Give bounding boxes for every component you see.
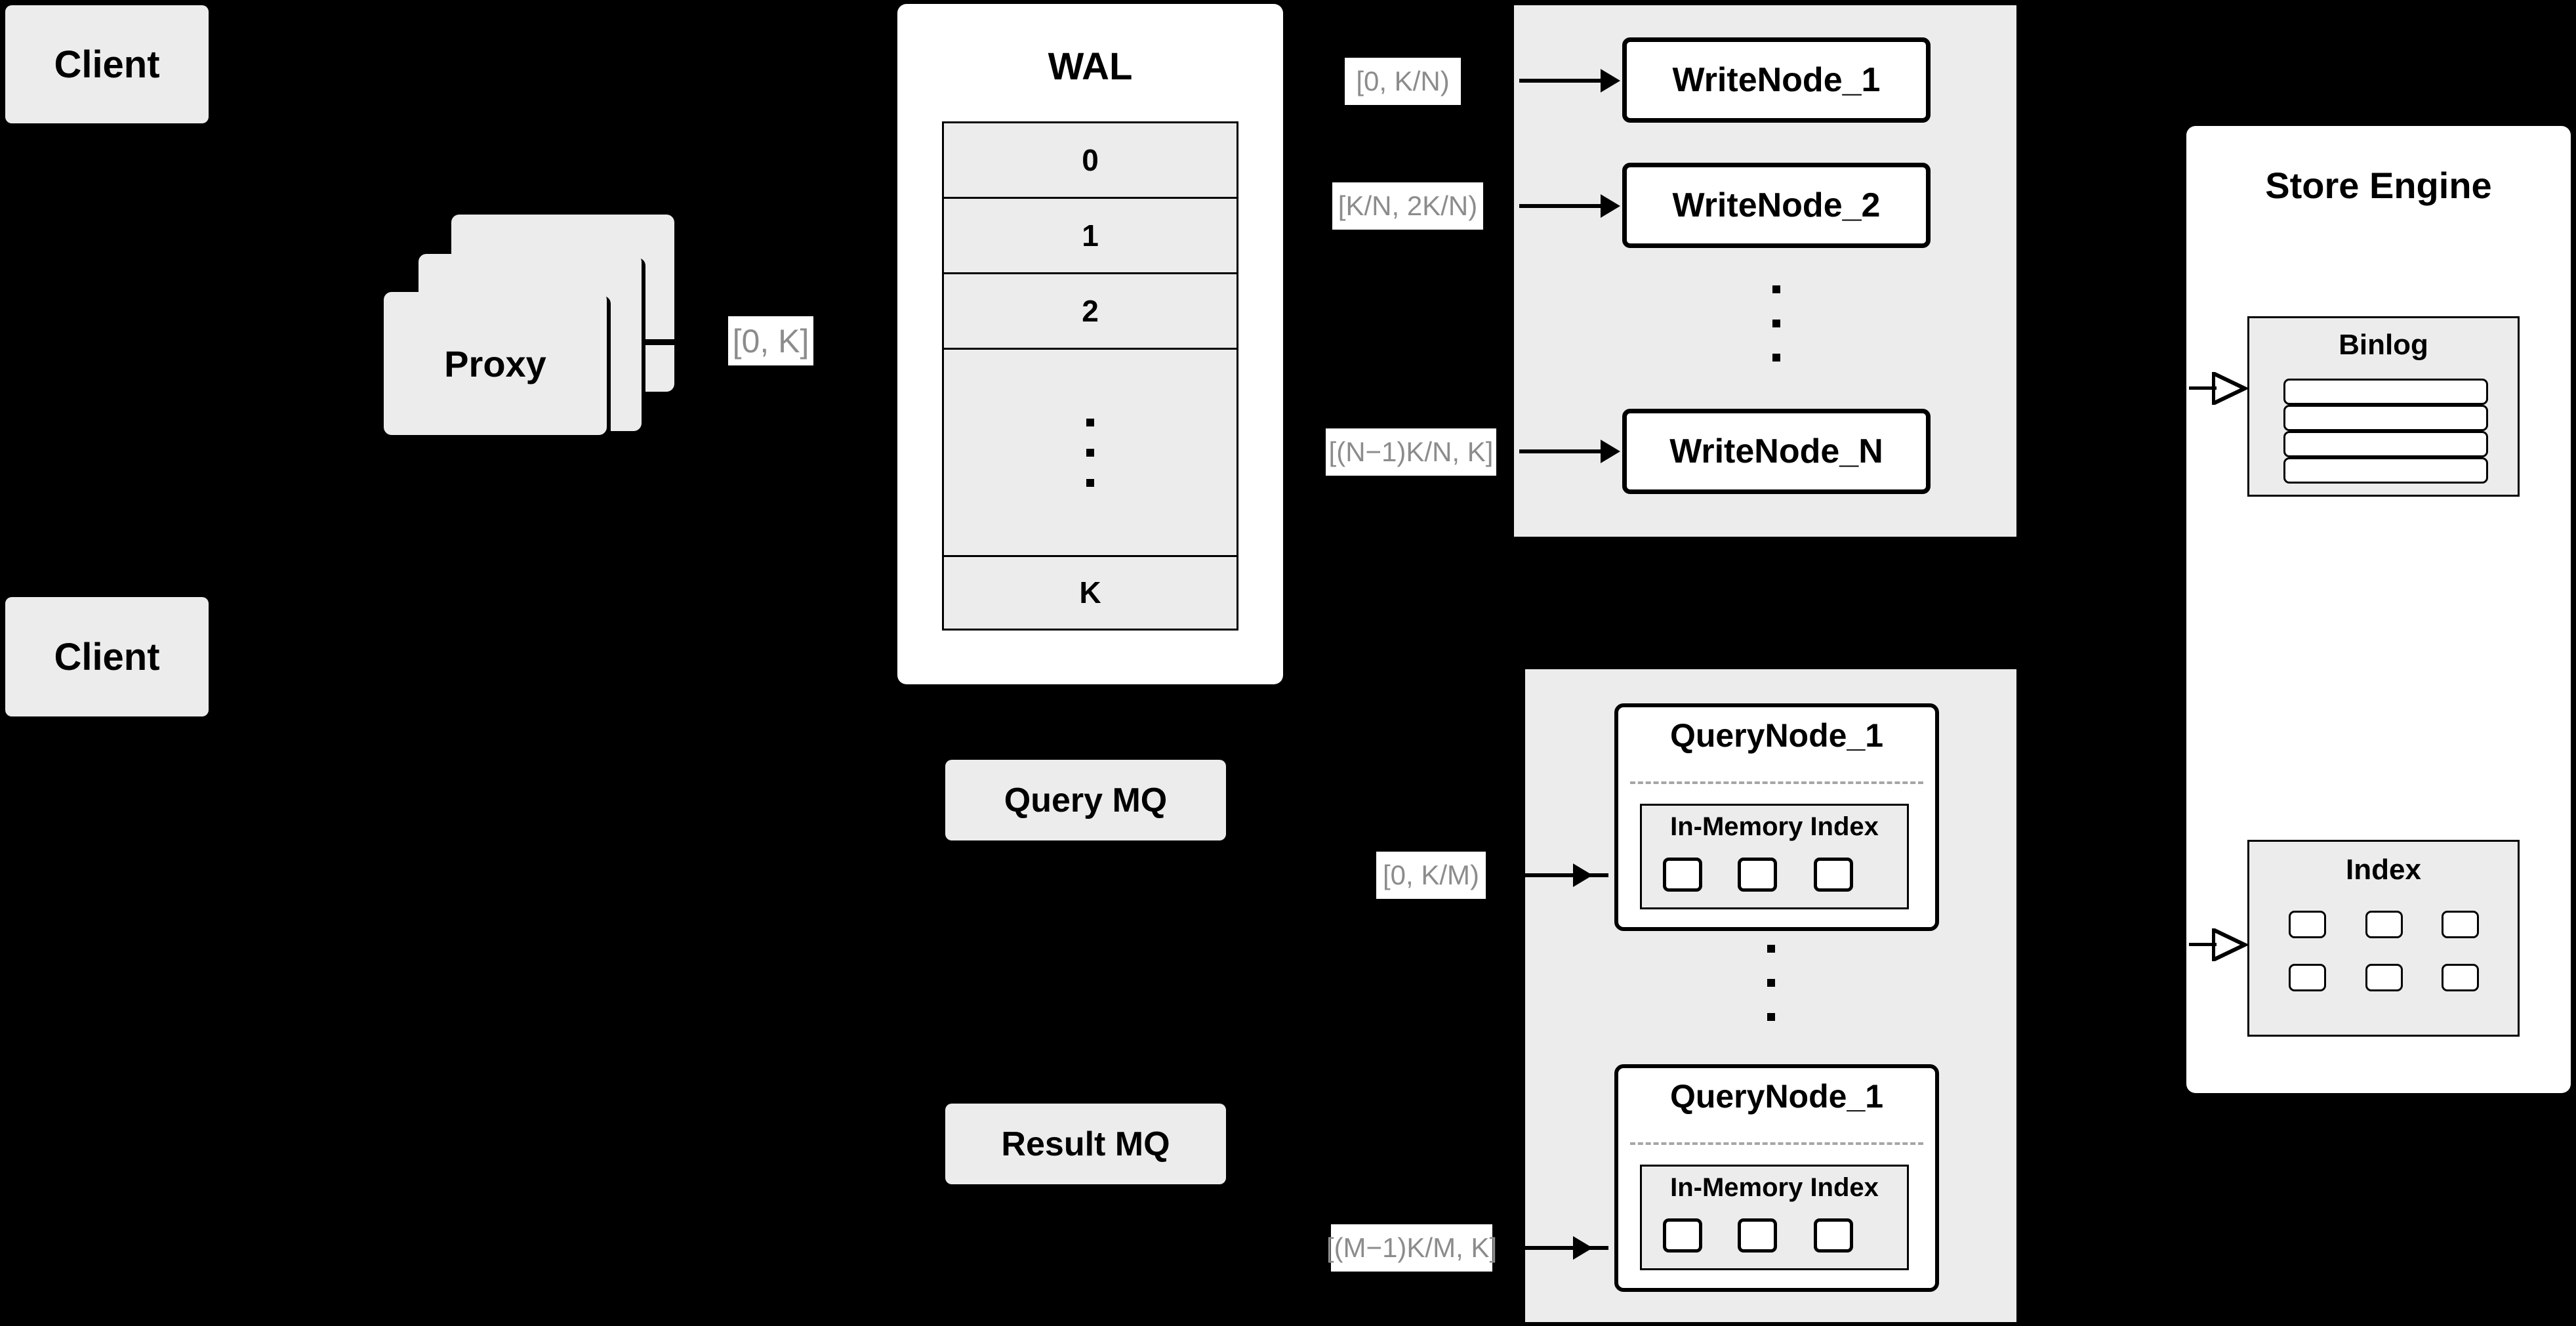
wal-panel: WAL 0 1 2 K (897, 4, 1283, 684)
ellipsis-dot (1772, 320, 1780, 327)
write-node-n-label: WriteNode_N (1669, 432, 1883, 470)
query-node-2-separator (1630, 1142, 1923, 1145)
index-chip[interactable] (1738, 858, 1777, 892)
write-node-2-label: WriteNode_2 (1672, 186, 1881, 224)
index-chip[interactable] (2289, 964, 2326, 991)
binlog-arrowhead (2212, 372, 2249, 405)
proxy-connector-stub (643, 339, 674, 345)
write-node-n-range-text: [(N−1)K/N, K] (1328, 436, 1494, 467)
ellipsis-dot (1772, 285, 1780, 293)
wal-row-2-label: 2 (1082, 294, 1099, 329)
index-chip[interactable] (1814, 1218, 1853, 1253)
query-node-2-range-text: [(M−1)K/M, K] (1326, 1232, 1498, 1263)
binlog-title: Binlog (2339, 329, 2428, 361)
ellipsis-dot (1086, 418, 1094, 426)
write-node-n[interactable]: WriteNode_N (1622, 409, 1931, 494)
write-node-1-range-label: [0, K/N) (1345, 58, 1461, 105)
write-node-2-range-label: [K/N, 2K/N) (1332, 182, 1483, 230)
index-chip[interactable] (2442, 964, 2479, 991)
query-mq-node[interactable]: Query MQ (945, 760, 1226, 840)
write-node-2[interactable]: WriteNode_2 (1622, 163, 1931, 248)
index-title: Index (2346, 854, 2421, 886)
index-chip[interactable] (2365, 964, 2403, 991)
write-node-2-arrow-line (1519, 204, 1611, 208)
client-node-1-label: Client (54, 43, 160, 86)
index-arrow-line (2189, 943, 2217, 946)
wal-row-0-label: 0 (1082, 143, 1099, 178)
index-arrowhead (2212, 928, 2249, 961)
proxy-node[interactable]: Proxy (384, 292, 607, 435)
index-chip[interactable] (1738, 1218, 1777, 1253)
binlog-row[interactable] (2283, 457, 2488, 484)
binlog-group: Binlog (2247, 316, 2520, 497)
wal-row-1-label: 1 (1082, 218, 1099, 253)
wal-row-1[interactable]: 1 (944, 199, 1237, 275)
query-node-2-arrow-line (1517, 1246, 1608, 1250)
query-node-1-separator (1630, 781, 1923, 784)
write-node-1-range-text: [0, K/N) (1356, 66, 1450, 96)
write-node-1-arrowhead (1601, 69, 1620, 93)
result-mq-node[interactable]: Result MQ (945, 1104, 1226, 1184)
client-node-1[interactable]: Client (5, 5, 209, 123)
proxy-range-text: [0, K] (732, 322, 809, 360)
query-node-1-arrow-line (1517, 873, 1608, 877)
query-node-2-range-label: [(M−1)K/M, K] (1326, 1224, 1497, 1272)
query-node-2[interactable]: QueryNode_1 In-Memory Index (1614, 1064, 1939, 1292)
query-node-1-range-text: [0, K/M) (1382, 860, 1480, 890)
wal-row-k[interactable]: K (944, 556, 1237, 629)
write-node-ellipsis (1772, 285, 1780, 362)
query-node-2-in-memory-index: In-Memory Index (1640, 1165, 1909, 1270)
query-node-1[interactable]: QueryNode_1 In-Memory Index (1614, 703, 1939, 931)
client-node-2-label: Client (54, 635, 160, 678)
binlog-arrow-line (2189, 386, 2217, 390)
index-chip[interactable] (2442, 911, 2479, 938)
store-engine-panel: Store Engine Binlog Index (2186, 126, 2571, 1093)
write-node-2-arrowhead (1601, 194, 1620, 218)
index-chip[interactable] (1814, 858, 1853, 892)
write-node-1-label: WriteNode_1 (1672, 61, 1881, 99)
write-node-2-range-text: [K/N, 2K/N) (1338, 190, 1478, 221)
ellipsis-dot (1767, 1013, 1775, 1021)
client-node-2[interactable]: Client (5, 597, 209, 716)
query-node-1-range-label: [0, K/M) (1376, 852, 1486, 899)
wal-row-2[interactable]: 2 (944, 274, 1237, 350)
query-node-2-label: QueryNode_1 (1669, 1078, 1884, 1115)
write-node-1-arrow-line (1519, 79, 1611, 83)
wal-row-0[interactable]: 0 (944, 123, 1237, 199)
binlog-row[interactable] (2283, 431, 2488, 457)
proxy-range-label: [0, K] (728, 316, 813, 365)
write-node-n-range-label: [(N−1)K/N, K] (1326, 428, 1496, 476)
result-mq-label: Result MQ (1001, 1125, 1170, 1163)
write-node-n-arrowhead (1601, 440, 1620, 463)
write-node-1[interactable]: WriteNode_1 (1622, 37, 1931, 123)
wal-title: WAL (1048, 45, 1133, 88)
ellipsis-dot (1086, 448, 1094, 457)
query-node-1-in-memory-index-label: In-Memory Index (1670, 812, 1879, 841)
query-node-1-label: QueryNode_1 (1669, 717, 1884, 754)
ellipsis-dot (1767, 979, 1775, 987)
write-node-n-arrow-line (1519, 449, 1611, 453)
index-chip[interactable] (2365, 911, 2403, 938)
query-mq-label: Query MQ (1004, 781, 1168, 819)
query-node-1-arrowhead (1573, 863, 1593, 887)
wal-row-k-label: K (1079, 575, 1101, 610)
query-node-2-arrowhead (1573, 1236, 1593, 1260)
index-chip[interactable] (2289, 911, 2326, 938)
binlog-row[interactable] (2283, 379, 2488, 405)
index-group: Index (2247, 840, 2520, 1037)
index-chip[interactable] (1663, 858, 1702, 892)
wal-row-ellipsis (944, 350, 1237, 557)
ellipsis-dot (1767, 945, 1775, 953)
ellipsis-dot (1772, 354, 1780, 362)
query-node-1-in-memory-index: In-Memory Index (1640, 804, 1909, 909)
binlog-row[interactable] (2283, 405, 2488, 431)
query-node-2-in-memory-index-label: In-Memory Index (1670, 1173, 1879, 1202)
wal-table: 0 1 2 K (942, 121, 1238, 631)
proxy-label: Proxy (444, 342, 546, 384)
store-engine-title: Store Engine (2265, 165, 2492, 206)
index-chip[interactable] (1663, 1218, 1702, 1253)
query-node-ellipsis (1767, 945, 1775, 1021)
ellipsis-dot (1086, 478, 1094, 487)
